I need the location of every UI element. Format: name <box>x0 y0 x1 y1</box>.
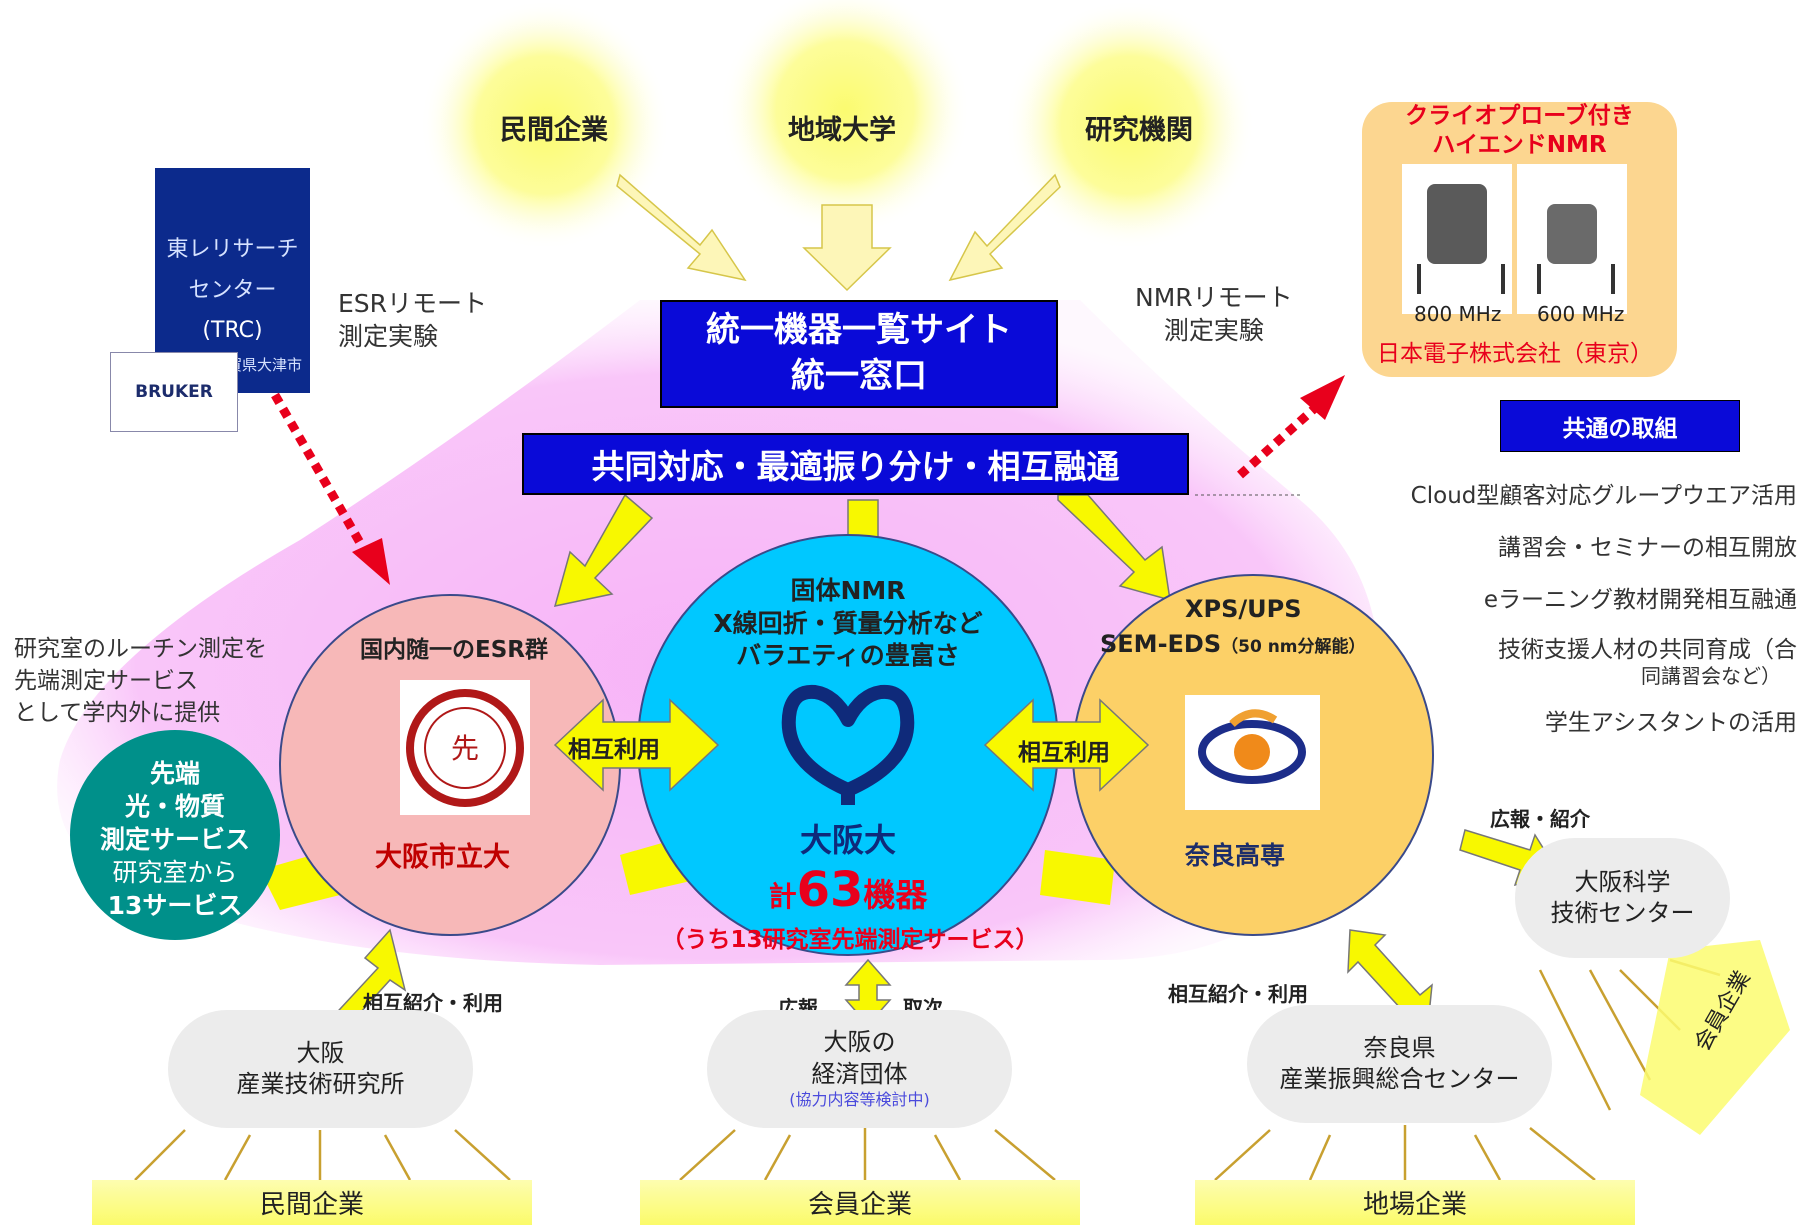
pill-mid-l1: 大阪の <box>823 1028 896 1057</box>
bruker-logo-text: BRUKER <box>135 382 213 402</box>
svg-text:先: 先 <box>451 732 479 765</box>
nmr-remote-line2: 測定実験 <box>1163 315 1264 345</box>
common-item-2: 講習会・セミナーの相互開放 <box>1498 535 1797 561</box>
common-item-1: Cloud型顧客対応グループウエア活用 <box>1410 483 1797 509</box>
pill-mid-l2: 経済団体 <box>811 1059 908 1088</box>
arrow-univ-in <box>802 204 892 292</box>
osaka-univ-name: 大阪大 <box>799 821 896 859</box>
trc-line1: 東レリサーチ <box>166 237 299 262</box>
adv-l5: 13サービス <box>107 891 243 920</box>
adv-l2: 光・物質 <box>124 792 225 821</box>
source-university: 地域大学 <box>788 115 896 146</box>
mutual-arrow-left <box>553 698 720 792</box>
nmr-title2: ハイエンドNMR <box>1432 131 1607 158</box>
trc-line3: (TRC) <box>202 318 263 344</box>
mutual-arrow-right <box>983 698 1150 792</box>
ou-l1: 固体NMR <box>790 576 906 605</box>
nmr-image-600 <box>1517 164 1627 314</box>
mutual-use-right: 相互利用 <box>1018 740 1110 766</box>
common-item-6: 学生アシスタントの活用 <box>1544 710 1797 736</box>
main-portal-line1: 統一機器一覧サイト <box>706 310 1012 351</box>
nara-l2a: SEM-EDS <box>1100 630 1222 658</box>
pill-osaka-econ: 大阪の 経済団体 (協力内容等検討中) <box>707 1010 1012 1128</box>
red-arrow-nmr <box>1237 404 1318 479</box>
source-private: 民間企業 <box>500 115 608 146</box>
ou-l3: バラエティの豊富さ <box>736 641 960 670</box>
left-description: 研究室のルーチン測定を 先端測定サービス として学内外に提供 <box>14 633 267 730</box>
pill-osaka-tri: 大阪 産業技術研究所 <box>168 1010 473 1128</box>
adv-l1: 先端 <box>149 759 200 788</box>
ginkgo-logo <box>781 684 915 805</box>
advanced-service-text: 先端 光・物質 測定サービス 研究室から 13サービス <box>70 757 280 922</box>
nmr-title1: クライオプローブ付き <box>1405 103 1634 129</box>
nara-l2b: （50 nm分解能） <box>1221 637 1366 657</box>
left-desc-1: 研究室のルーチン測定を <box>14 636 267 662</box>
pill-right-l1: 奈良県 <box>1363 1033 1436 1062</box>
nmr-cap-600: 600 MHz <box>1537 302 1625 326</box>
bruker-logo: BRUKER <box>110 352 238 432</box>
nara-name: 奈良高専 <box>1185 841 1286 870</box>
common-item-5: 同講習会など） <box>1641 664 1781 688</box>
sun-research <box>1005 0 1255 250</box>
mutual-use-left: 相互利用 <box>568 737 660 763</box>
sci-l2: 技術センター <box>1550 899 1695 927</box>
count-suffix: 機器 <box>863 876 928 914</box>
ou-l2: X線回折・質量分析など <box>713 608 983 638</box>
band-local: 地場企業 <box>1195 1180 1635 1225</box>
common-item-4: 技術支援人材の共同育成（合 <box>1498 637 1797 663</box>
arrow-research-in <box>948 173 1061 282</box>
mutual-intro-right: 相互紹介・利用 <box>1168 982 1308 1006</box>
nmr-box: クライオプローブ付き ハイエンドNMR 800 MHz 600 MHz 日本電子… <box>1362 102 1677 377</box>
trc-line2: センター <box>188 277 277 303</box>
sci-l1: 大阪科学 <box>1574 867 1671 896</box>
pill-mid-l3: (協力内容等検討中) <box>789 1089 930 1109</box>
left-desc-3: として学内外に提供 <box>14 700 221 727</box>
esr-remote-line1: ESRリモート <box>338 289 488 318</box>
common-item-3: eラーニング教材開発相互融通 <box>1483 587 1797 613</box>
sun-private <box>420 0 670 250</box>
nara-l2: SEM-EDS（50 nm分解能） <box>1100 630 1366 658</box>
pill-left-l1: 大阪 <box>296 1038 345 1067</box>
nmr-image-800 <box>1402 164 1512 314</box>
pill-science-center: 大阪科学 技術センター <box>1515 838 1730 958</box>
main-portal-line2: 統一窓口 <box>791 356 927 396</box>
nara-l1: XPS/UPS <box>1185 595 1302 623</box>
sun-university <box>720 0 970 235</box>
arrow-to-osaka-city <box>553 493 654 607</box>
common-title: 共通の取組 <box>1500 400 1740 452</box>
nmr-company: 日本電子株式会社（東京） <box>1377 341 1653 367</box>
koho-shokai-label: 広報・紹介 <box>1490 807 1590 831</box>
pill-right-l2: 産業振興総合センター <box>1279 1065 1520 1093</box>
arrow-private-in <box>616 173 747 282</box>
nmr-remote-line1: NMRリモート <box>1135 283 1293 312</box>
count-num: 63 <box>796 862 864 918</box>
ocu-logo-bg <box>400 680 530 815</box>
adv-l3: 測定サービス <box>99 825 250 854</box>
thin-arrows <box>134 958 1721 1181</box>
source-research: 研究機関 <box>1085 115 1193 146</box>
osaka-univ-features: 固体NMR X線回折・質量分析など バラエティの豊富さ <box>688 575 1008 673</box>
adv-l4: 研究室から <box>112 858 238 887</box>
left-desc-2: 先端測定サービス <box>14 668 198 695</box>
osaka-univ-note: （うち13研究室先端測定サービス） <box>661 927 1039 953</box>
band-private: 民間企業 <box>92 1180 532 1225</box>
osaka-city-top: 国内随一のESR群 <box>360 637 548 663</box>
osaka-univ-count: 計63機器 <box>718 862 978 918</box>
pill-nara-center: 奈良県 産業振興総合センター <box>1247 1005 1552 1123</box>
osaka-city-name: 大阪市立大 <box>375 842 510 873</box>
circle-advanced-service <box>70 730 280 940</box>
esr-remote-label: ESRリモート 測定実験 <box>338 288 487 353</box>
shared-response-box: 共同対応・最適振り分け・相互融通 <box>522 433 1189 495</box>
science-band <box>1640 940 1790 1135</box>
esr-remote-line2: 測定実験 <box>338 321 439 351</box>
nmr-cap-800: 800 MHz <box>1414 302 1502 326</box>
nmr-remote-label: NMRリモート 測定実験 <box>1135 282 1293 347</box>
main-portal-box: 統一機器一覧サイト 統一窓口 <box>660 300 1058 408</box>
band-members: 会員企業 <box>640 1180 1080 1225</box>
count-prefix: 計 <box>768 880 797 913</box>
pill-left-l2: 産業技術研究所 <box>236 1070 405 1098</box>
